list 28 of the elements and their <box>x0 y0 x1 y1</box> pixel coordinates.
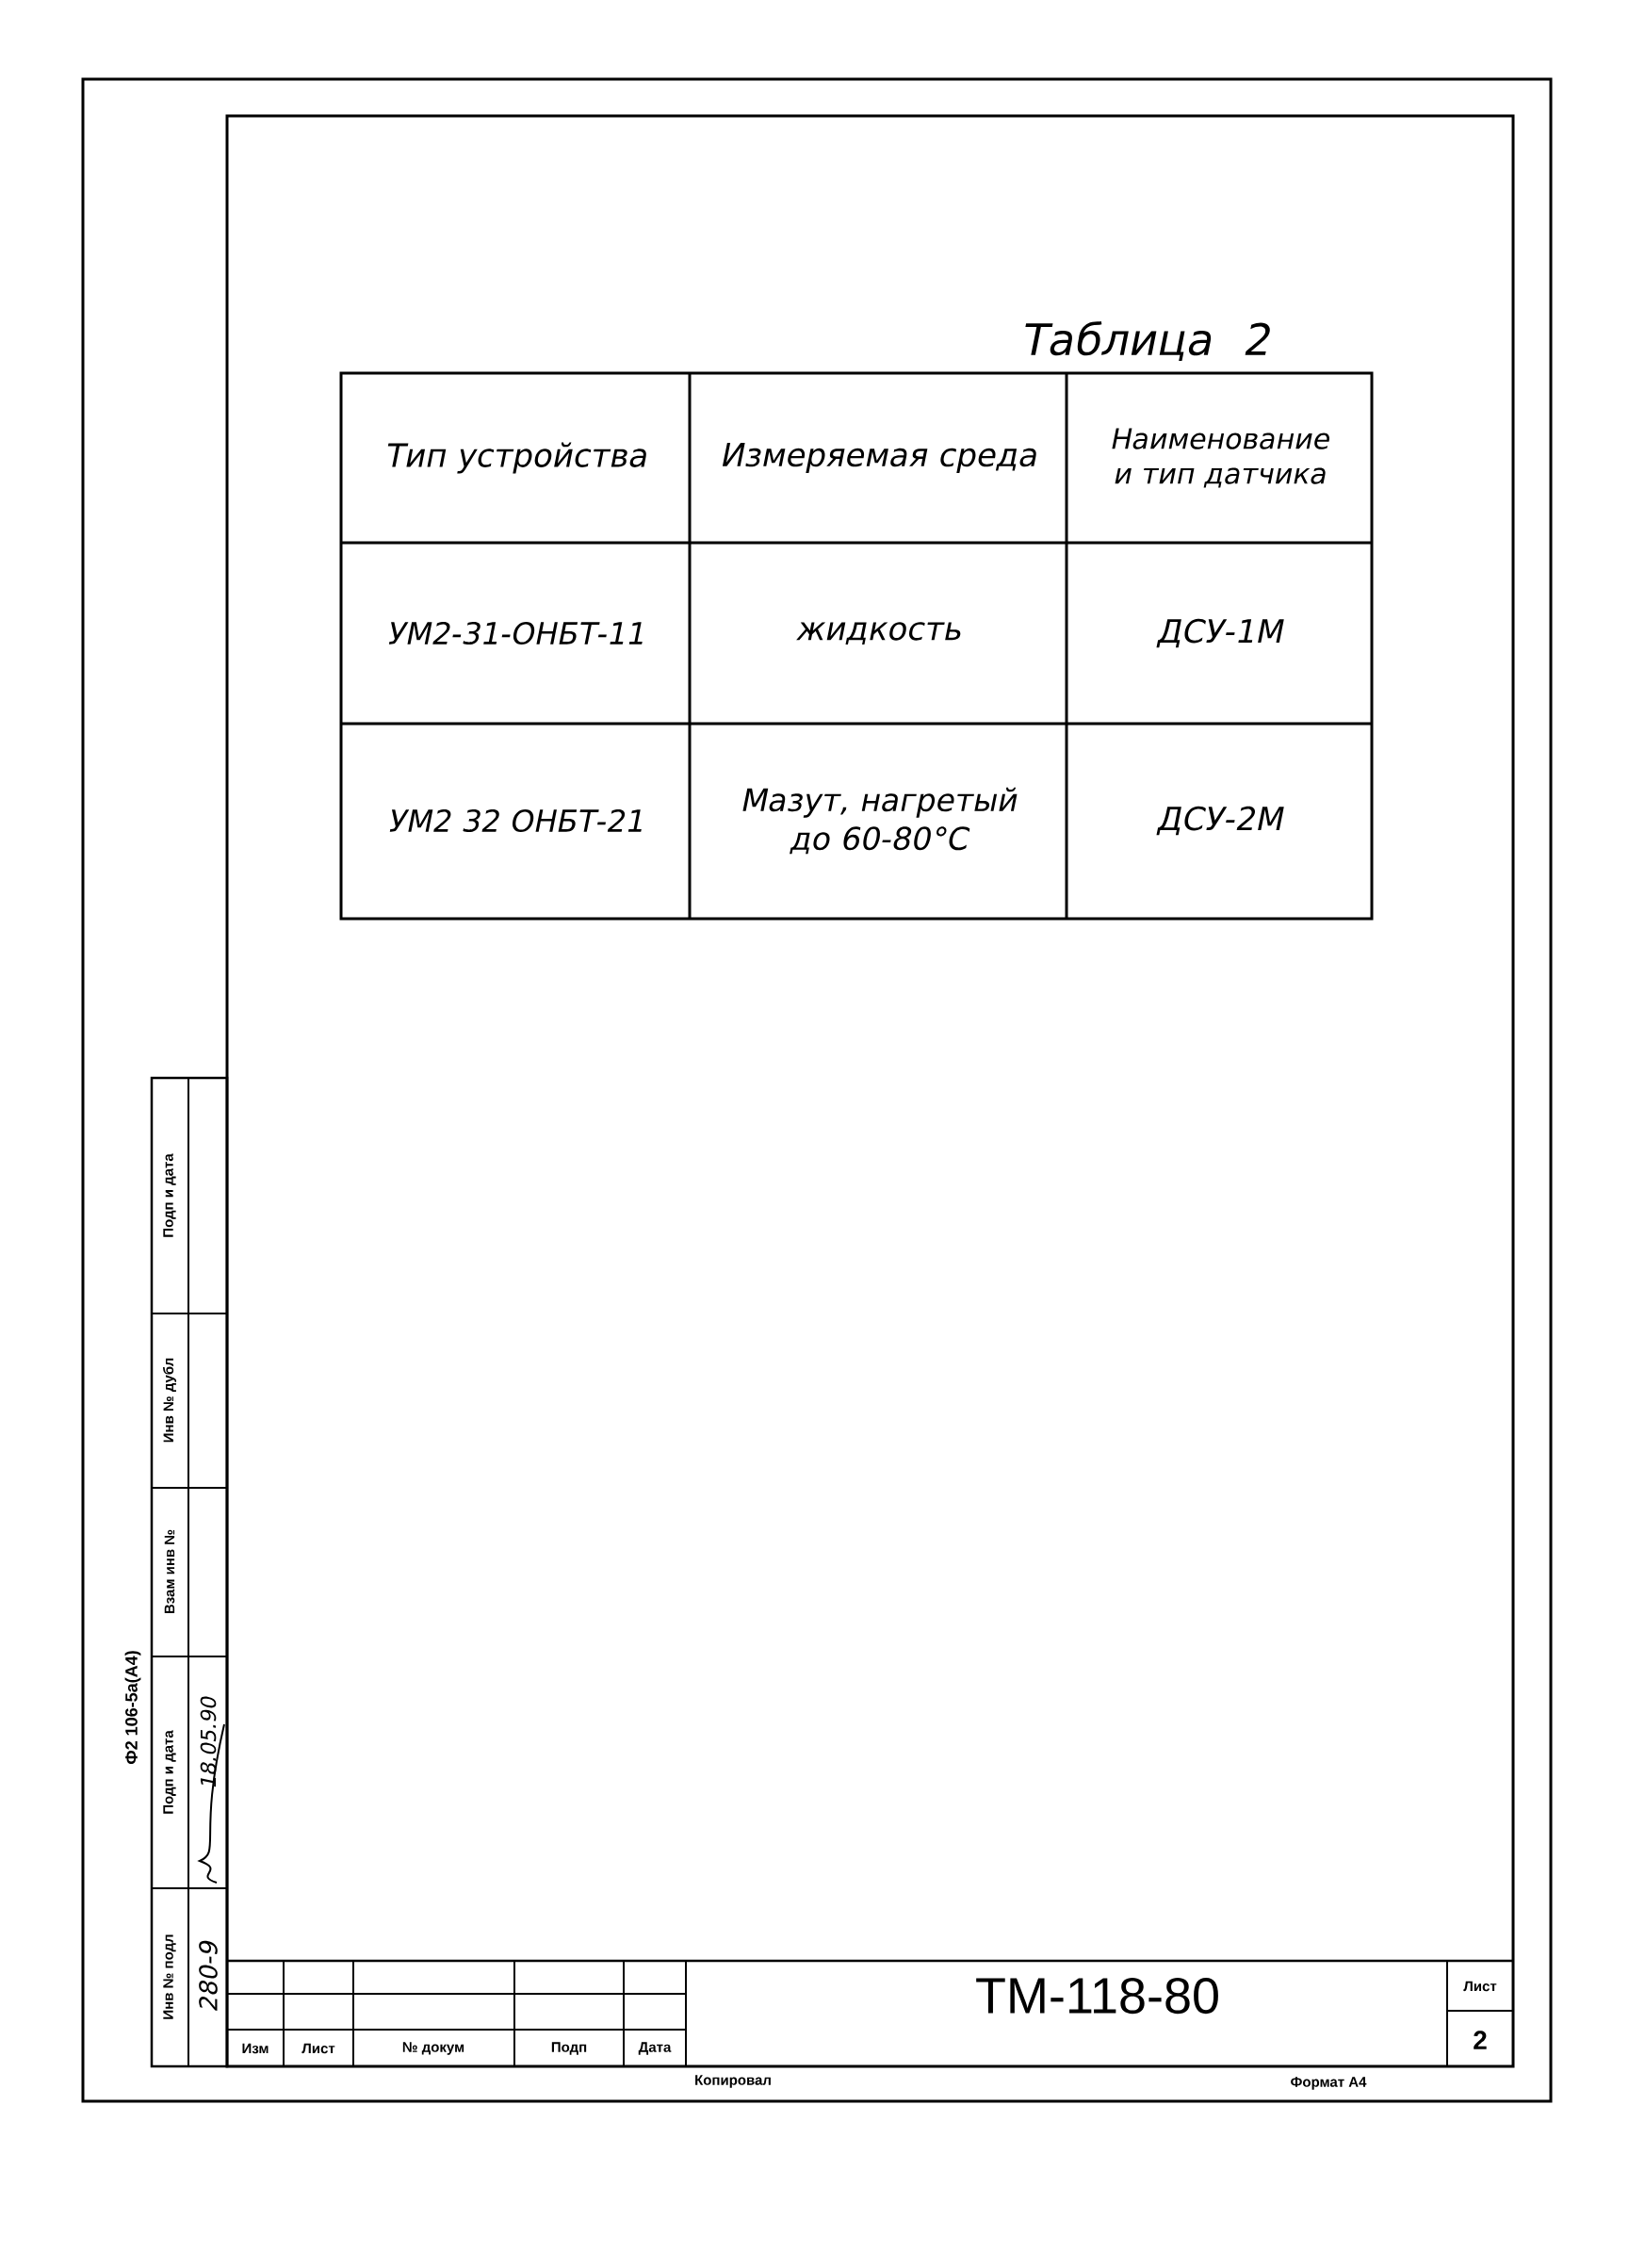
stamp-label: Инв № дубл <box>162 1358 177 1443</box>
table-entry: ДСУ-1М <box>1156 618 1284 648</box>
table-title: Таблица 2 <box>1025 320 1270 362</box>
document-code: ТМ-118-80 <box>976 1977 1218 2015</box>
stamp-label: Подп <box>551 2042 587 2055</box>
stamp-label: Лист <box>1463 1981 1497 1992</box>
table-entry: ДСУ-2М <box>1156 806 1284 836</box>
footer-note: Формат А4 <box>1291 2077 1367 2090</box>
handwritten-entry: 280-9 <box>199 1940 218 2011</box>
column-header: Измеряемая среда <box>722 443 1036 473</box>
column-header: Наименование и тип датчика <box>1112 428 1329 488</box>
stamp-label: Лист <box>301 2043 335 2054</box>
table-entry: жидкость <box>796 622 961 645</box>
table-entry: Мазут, нагретый до 60-80°С <box>742 787 1018 855</box>
stamp-label: Подп и дата <box>163 1153 176 1237</box>
table-entry: УМ2-31-ОНБТ-11 <box>388 621 643 645</box>
stamp-label: Изм <box>242 2043 269 2054</box>
sheet-number: 2 <box>1474 2031 1487 2049</box>
table-entry: УМ2 32 ОНБТ-21 <box>389 808 642 833</box>
stamp-label: Инв № подл <box>163 1934 176 2019</box>
stamp-label: Дата <box>638 2042 672 2055</box>
form-code: Ф2 106-5а(А4) <box>124 1651 141 1765</box>
handwritten-entry: 18.05.90 <box>200 1696 217 1787</box>
column-header: Тип устройства <box>387 442 646 474</box>
stamp-label: № докум <box>402 2042 464 2055</box>
footer-note: Копировал <box>695 2075 771 2088</box>
stamp-label: Взам инв № <box>164 1529 175 1614</box>
stamp-label: Подп и дата <box>163 1730 176 1814</box>
